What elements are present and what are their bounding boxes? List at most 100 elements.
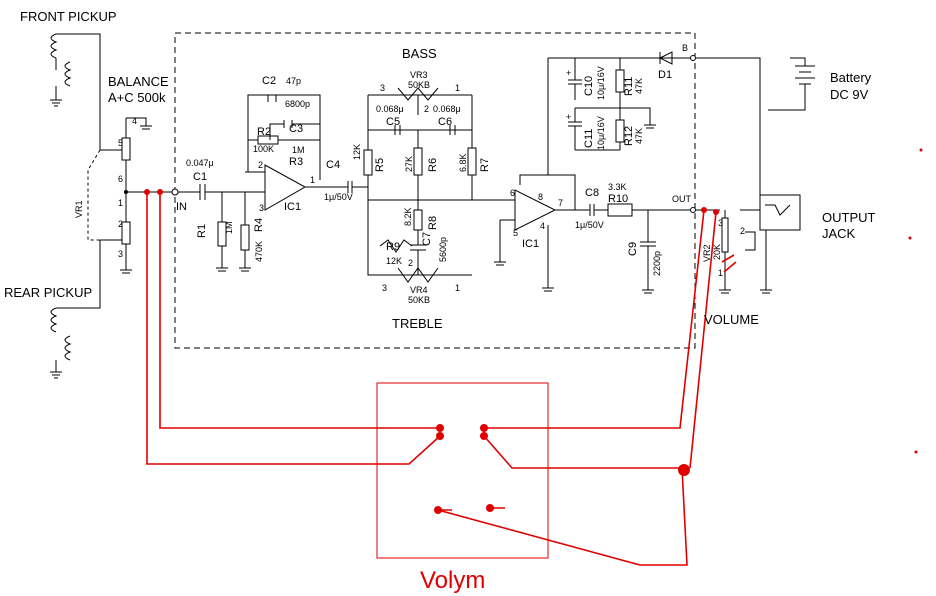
ic1-pin2: 2 xyxy=(258,160,263,170)
ic1-output-opamp xyxy=(494,174,693,294)
c11-value: 10μ/16V xyxy=(596,116,606,150)
c10-value: 10μ/16V xyxy=(596,66,606,100)
c1-value: 0.047μ xyxy=(186,158,214,168)
balance-pot-vr1 xyxy=(87,117,175,274)
c6-label: C6 xyxy=(438,116,452,128)
in-label: IN xyxy=(176,201,187,213)
r1-label: R1 xyxy=(196,224,208,238)
c4-capacitor xyxy=(340,181,368,193)
c3-value: 6800p xyxy=(285,99,310,109)
c3-label: C3 xyxy=(289,123,303,135)
vr2-label: VR2 xyxy=(702,244,712,262)
c10-plus: + xyxy=(566,68,571,78)
vr1-label: VR1 xyxy=(74,200,84,218)
out-label: OUT xyxy=(672,194,692,204)
vr2-value: 20K xyxy=(712,244,722,260)
r5-label: R5 xyxy=(374,158,386,172)
vr3-value: 50KB xyxy=(408,80,430,90)
ic1b-pin7: 7 xyxy=(558,198,563,208)
d1-label: D1 xyxy=(658,69,672,81)
c10-label: C10 xyxy=(583,76,595,96)
vr4-pin2: 2 xyxy=(408,258,413,268)
vr3-pin1: 1 xyxy=(455,83,460,93)
c4-label: C4 xyxy=(326,159,340,171)
r8-label: R8 xyxy=(427,216,439,230)
ic1b-pin5: 5 xyxy=(513,228,518,238)
c11-plus: + xyxy=(566,112,571,122)
c4-value: 1μ/50V xyxy=(324,192,353,202)
r4-label: R4 xyxy=(253,218,265,232)
r3-value: 1M xyxy=(292,145,305,155)
c5-label: C5 xyxy=(386,116,400,128)
r10-label: R10 xyxy=(608,193,628,205)
c8-value: 1μ/50V xyxy=(575,220,604,230)
balance-label: BALANCE xyxy=(108,74,169,89)
tone-stack xyxy=(363,87,500,283)
r11-label: R11 xyxy=(623,77,635,96)
rear-pickup-coil xyxy=(50,240,101,379)
r4-value: 470K xyxy=(254,241,264,262)
front-pickup-label: FRONT PICKUP xyxy=(20,9,117,24)
vr4-pin3: 3 xyxy=(382,283,387,293)
vr3-label: VR3 xyxy=(410,70,428,80)
r1-value: 1M xyxy=(224,221,234,234)
r2-label: R2 xyxy=(257,126,271,138)
battery-label: Battery xyxy=(830,70,872,85)
c5-value: 0.068μ xyxy=(376,104,404,114)
c7-label: C7 xyxy=(421,232,433,246)
balance-value-label: A+C 500k xyxy=(108,90,166,105)
r6-value: 27K xyxy=(404,156,414,172)
vr1-pin6: 6 xyxy=(118,174,123,184)
treble-label: TREBLE xyxy=(392,316,443,331)
rear-pickup-label: REAR PICKUP xyxy=(4,285,92,300)
volym-label: Volym xyxy=(420,567,485,594)
r11-value: 47K xyxy=(634,78,644,94)
r12-label: R12 xyxy=(623,126,635,146)
front-pickup-coil xyxy=(50,33,101,150)
ic1b-label: IC1 xyxy=(522,238,539,250)
ic1-label: IC1 xyxy=(284,201,301,213)
vr1-pin5: 5 xyxy=(118,138,123,148)
c6-value: 0.068μ xyxy=(433,104,461,114)
vr2-pin1: 1 xyxy=(718,268,723,278)
r7-value: 6.8K xyxy=(458,153,468,172)
r2-value: 100K xyxy=(253,144,274,154)
jack-label: JACK xyxy=(822,226,856,241)
c1-label: C1 xyxy=(193,171,207,183)
c2-label: C2 xyxy=(262,75,276,87)
c8-label: C8 xyxy=(585,187,599,199)
c11-label: C11 xyxy=(583,129,595,148)
output-label: OUTPUT xyxy=(822,210,876,225)
vr4-label: VR4 xyxy=(410,285,428,295)
vr1-pin2: 2 xyxy=(118,219,123,229)
r12-value: 47K xyxy=(634,128,644,144)
bass-label: BASS xyxy=(402,46,437,61)
vr4-pin1: 1 xyxy=(455,283,460,293)
vr3-pin2: 2 xyxy=(424,104,429,114)
c9-label: C9 xyxy=(627,242,639,256)
r9-value: 12K xyxy=(386,256,402,266)
vr2-pin2: 2 xyxy=(740,226,745,236)
ic1-pin3: 3 xyxy=(259,203,264,213)
c7-value: 5600p xyxy=(438,237,448,262)
r6-label: R6 xyxy=(427,158,439,172)
r9-label: R9 xyxy=(386,241,400,253)
r10-value: 3.3K xyxy=(608,182,627,192)
r5-value: 12K xyxy=(352,144,362,160)
vr4-value: 50KB xyxy=(408,295,430,305)
ic1b-pin6: 6 xyxy=(510,188,515,198)
input-stage xyxy=(171,184,251,272)
ic1b-pin4: 4 xyxy=(540,221,545,231)
red-annotation xyxy=(144,148,923,566)
b-label: B xyxy=(682,43,688,53)
ic1-input-opamp xyxy=(245,94,340,211)
battery-value-label: DC 9V xyxy=(830,87,869,102)
vr1-pin4: 4 xyxy=(132,116,137,126)
vr1-pin1: 1 xyxy=(118,198,123,208)
vr2-pin3: 3 xyxy=(718,218,723,228)
r8-value: 8.2K xyxy=(403,207,413,226)
c9-value: 2200p xyxy=(652,251,662,276)
vr1-pin3: 3 xyxy=(118,249,123,259)
vr3-pin3: 3 xyxy=(380,83,385,93)
